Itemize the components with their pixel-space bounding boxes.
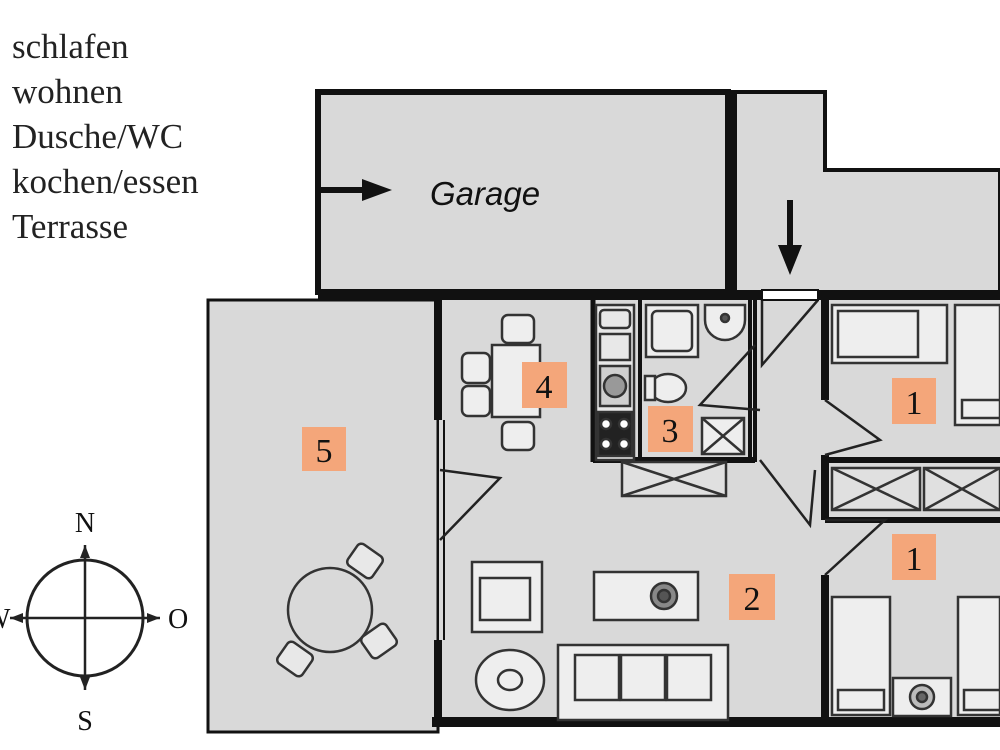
svg-text:4: 4: [536, 369, 553, 406]
kitchen-counter: [594, 303, 636, 462]
compass-north-label: N: [75, 508, 95, 539]
garage: Garage: [315, 89, 731, 295]
svg-text:1: 1: [906, 385, 923, 422]
compass-south-arrow-icon: [80, 677, 90, 690]
compass-east-arrow-icon: [147, 613, 160, 623]
svg-text:5: 5: [316, 433, 333, 470]
compass-east-label: O: [168, 604, 188, 635]
room-marker-kitchen: 4: [522, 362, 567, 408]
living-furniture: [470, 560, 730, 722]
entry-area: [729, 90, 1000, 294]
svg-text:2: 2: [744, 581, 761, 618]
compass-west-arrow-icon: [10, 613, 23, 623]
legend-item-schlafen: schlafen: [12, 27, 129, 66]
compass-west-label: W: [0, 604, 11, 635]
room-marker-bath: 3: [648, 406, 693, 452]
legend: schlafen wohnen Dusche/WC kochen/essen T…: [12, 24, 199, 249]
room-marker-bedroom-a: 1: [892, 378, 936, 424]
compass: N S O W: [0, 508, 188, 737]
legend-item-wohnen: wohnen: [12, 72, 123, 111]
svg-text:3: 3: [662, 413, 679, 450]
beds: [830, 303, 1000, 718]
terrace: [206, 298, 440, 734]
compass-south-label: S: [77, 706, 93, 737]
wardrobes: [620, 460, 1000, 512]
bathroom-fixtures: [643, 303, 747, 456]
legend-item-dusche-wc: Dusche/WC: [12, 117, 184, 156]
room-marker-living: 2: [729, 574, 775, 620]
door-swings: [439, 299, 889, 576]
room-marker-bedroom-b: 1: [892, 534, 936, 580]
room-marker-terrace: 5: [302, 427, 346, 471]
compass-north-arrow-icon: [80, 545, 90, 558]
legend-item-terrasse: Terrasse: [12, 207, 129, 246]
garage-entrance-arrow-icon: [362, 179, 392, 201]
room-markers: 5 4 3 2 1 1: [302, 362, 936, 620]
legend-item-kochen-essen: kochen/essen: [12, 162, 199, 201]
entrance-arrow-icon: [778, 245, 802, 275]
garage-label: Garage: [430, 175, 540, 212]
svg-text:1: 1: [906, 541, 923, 578]
round-table: [275, 542, 399, 678]
